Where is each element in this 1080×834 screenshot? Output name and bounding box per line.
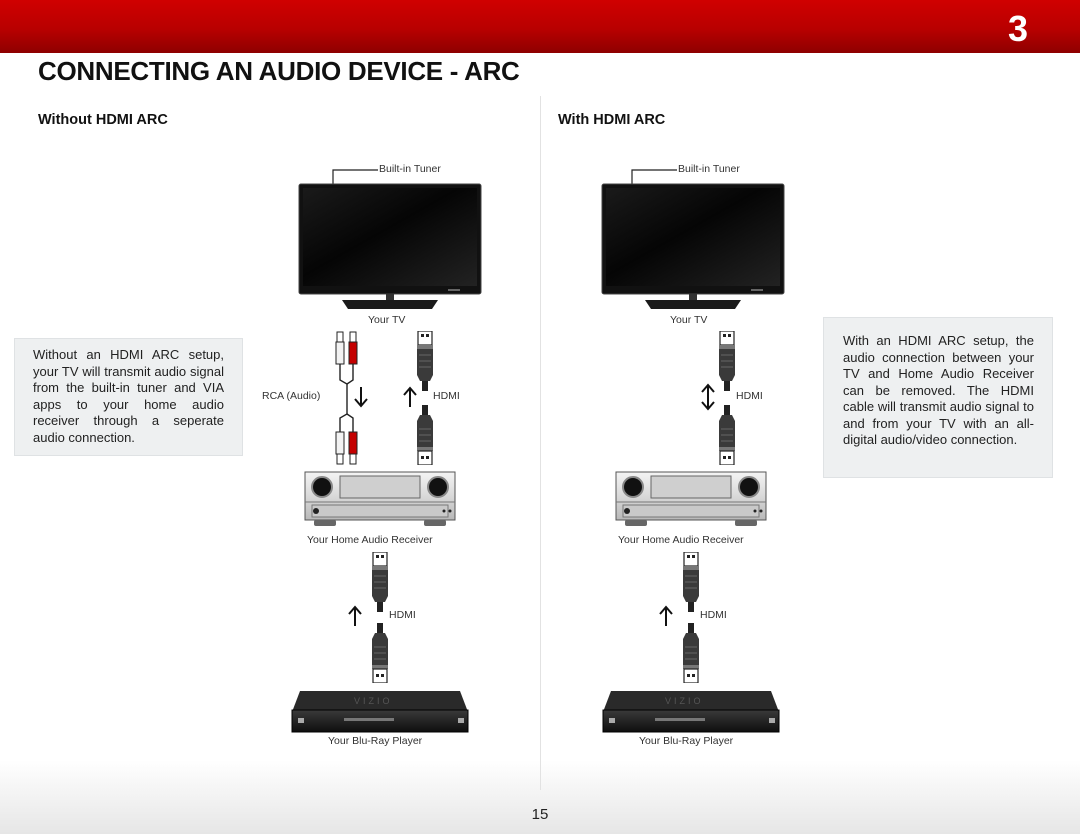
rca-cable xyxy=(335,331,358,465)
hdmi-plug-top xyxy=(371,552,389,612)
player-label: Your Blu-Ray Player xyxy=(328,735,423,747)
hdmi-label: HDMI xyxy=(433,390,460,402)
receiver-label: Your Home Audio Receiver xyxy=(307,534,433,546)
right-section-heading: With HDMI ARC xyxy=(558,112,666,128)
up-arrow-icon xyxy=(403,386,417,407)
hdmi-label: HDMI xyxy=(389,609,416,621)
player-label: Your Blu-Ray Player xyxy=(639,735,734,747)
down-arrow-icon xyxy=(354,387,368,408)
hdmi-plug-top xyxy=(682,552,700,612)
tv-label: Your TV xyxy=(368,314,406,326)
up-down-arrow-icon xyxy=(701,383,715,411)
header-bar: 3 xyxy=(0,0,1080,53)
tv-image xyxy=(601,183,785,313)
right-note: With an HDMI ARC setup, the audio connec… xyxy=(823,317,1053,478)
left-note: Without an HDMI ARC setup, your TV will … xyxy=(14,338,243,456)
tuner-label: Built-in Tuner xyxy=(379,163,441,175)
hdmi-plug-top xyxy=(416,331,434,391)
receiver-image xyxy=(304,471,456,527)
page-title: CONNECTING AN AUDIO DEVICE - ARC xyxy=(38,56,520,86)
left-section-heading: Without HDMI ARC xyxy=(38,112,168,128)
hdmi-label: HDMI xyxy=(700,609,727,621)
hdmi-plug-bottom xyxy=(371,623,389,683)
hdmi-plug-top xyxy=(718,331,736,391)
tuner-label: Built-in Tuner xyxy=(678,163,740,175)
receiver-label: Your Home Audio Receiver xyxy=(618,534,744,546)
tv-image xyxy=(298,183,482,313)
tv-label: Your TV xyxy=(670,314,708,326)
receiver-image xyxy=(615,471,767,527)
hdmi-plug-bottom xyxy=(416,405,434,465)
up-arrow-icon xyxy=(348,605,362,626)
rca-label: RCA (Audio) xyxy=(262,390,321,402)
hdmi-label: HDMI xyxy=(736,390,763,402)
bluray-player-image xyxy=(601,690,781,734)
hdmi-plug-bottom xyxy=(682,623,700,683)
hdmi-plug-bottom xyxy=(718,405,736,465)
chapter-number: 3 xyxy=(1007,8,1028,49)
up-arrow-icon xyxy=(659,605,673,626)
bluray-player-image xyxy=(290,690,470,734)
column-divider xyxy=(540,96,541,790)
page-number: 15 xyxy=(531,806,549,823)
